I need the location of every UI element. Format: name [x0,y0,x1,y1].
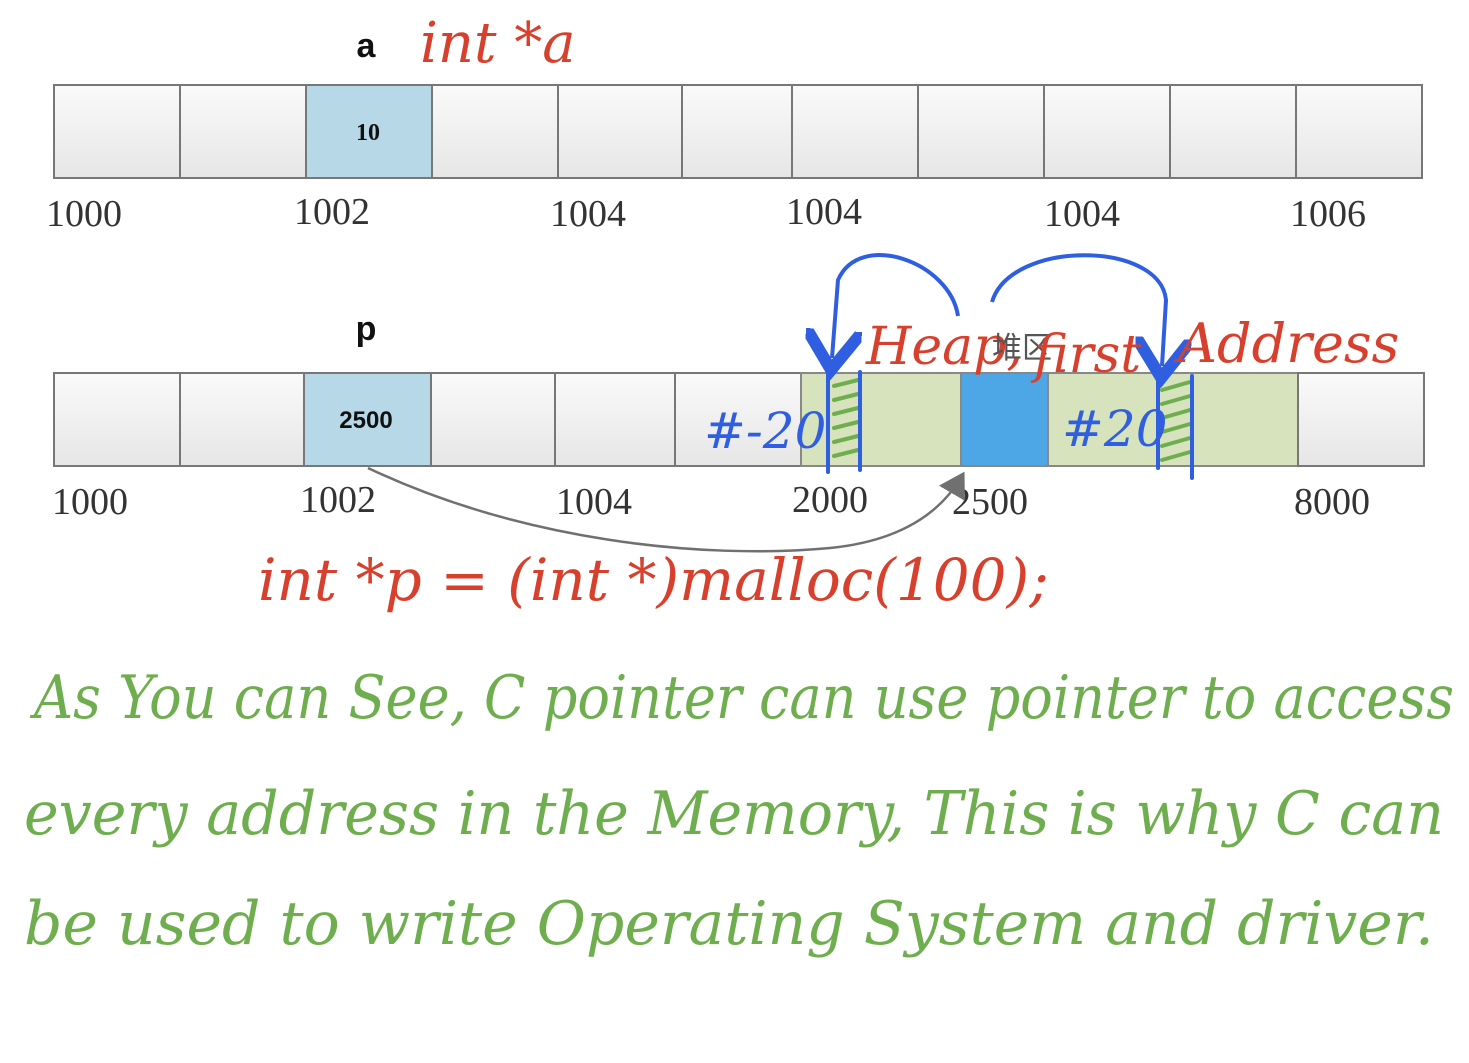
annotation-int-a: int *a [420,11,576,76]
address-label: 2000 [792,479,868,521]
cell-value-a: 10 [356,120,380,146]
memory-cell [431,84,559,179]
address-label: 1004 [786,191,862,233]
memory-cell [179,372,305,467]
address-labels-row-p: 1000 1002 1004 2000 2500 8000 [52,479,1370,523]
address-labels-row-a: 1000 1002 1004 1004 1004 1006 [46,191,1366,235]
address-label: 1000 [52,481,128,523]
heap-label: Heap, [865,317,1023,377]
memory-cell [674,372,802,467]
address-label: 8000 [1294,481,1370,523]
variable-label-a: a [357,27,377,65]
malloc-code: int *p = (int *)malloc(100); [258,546,1049,614]
memory-cell [681,84,793,179]
memory-cell-a [305,84,433,179]
offset-minus-label: #-20 [704,402,826,460]
variable-label-p: p [356,310,377,348]
address-label: 2500 [952,481,1028,523]
memory-cell [557,84,683,179]
address-label: 1004 [556,481,632,523]
memory-cell [53,372,181,467]
address-label: 1004 [550,193,626,235]
offset-plus-label: #20 [1062,400,1168,458]
memory-cell [1295,84,1423,179]
first-label: first [1030,325,1141,385]
address-label: 1002 [300,479,376,521]
address-label-annotation: Address [1173,312,1399,375]
note-line-2: every address in the Memory, This is why… [24,779,1444,849]
heap-chinese-label: 堆区 [992,332,1052,365]
note-line-1: As You can See, C pointer can use pointe… [29,663,1454,733]
hatch-marks-left [832,378,860,458]
memory-cell [53,84,181,179]
cell-value-p: 2500 [339,407,392,434]
heap-first-address-cell [960,372,1049,467]
memory-cell [554,372,676,467]
note-line-3: be used to write Operating System and dr… [24,889,1434,959]
memory-row-a [53,84,1423,179]
pointer-arrow [367,466,965,553]
hatch-marks-right [1160,380,1192,462]
memory-cell [430,372,556,467]
blue-boundary-bars [826,370,1194,480]
address-label: 1000 [46,193,122,235]
memory-cell [179,84,307,179]
memory-cell [1169,84,1297,179]
arrow-to-minus-offset [832,253,960,358]
address-label: 1004 [1044,193,1120,235]
memory-cell [1043,84,1171,179]
memory-cell [791,84,919,179]
arrow-to-plus-offset [990,253,1166,366]
memory-cell [917,84,1045,179]
memory-cell [1297,372,1425,467]
address-label: 1002 [294,191,370,233]
address-label: 1006 [1290,193,1366,235]
